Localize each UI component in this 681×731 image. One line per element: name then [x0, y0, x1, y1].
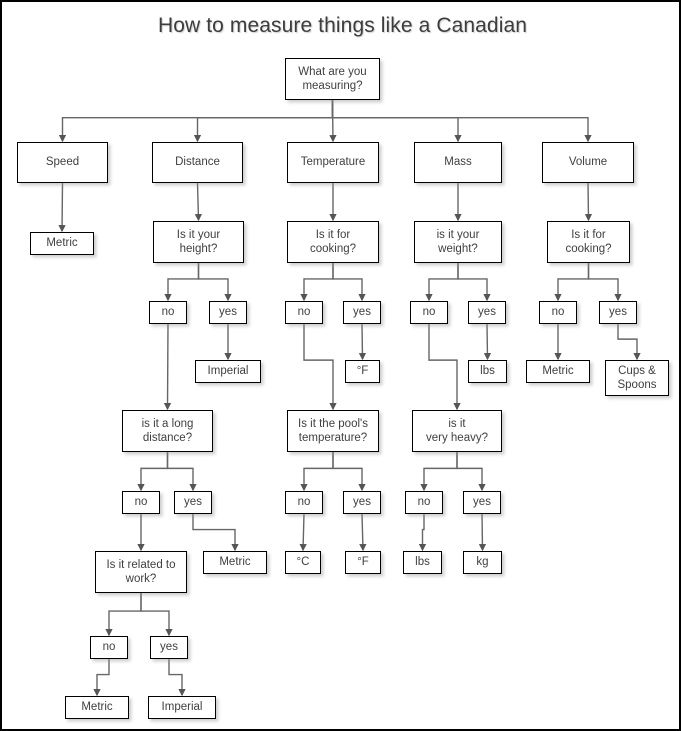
node-ct_no[interactable]: no	[285, 301, 323, 324]
node-wk_no[interactable]: no	[90, 636, 128, 659]
node-speed[interactable]: Speed	[17, 142, 108, 183]
edge-cv_yes-to-cups_spoons	[617, 324, 641, 361]
edge-q_long-to-l_yes	[166, 452, 197, 492]
node-kg_heavy[interactable]: kg	[463, 551, 502, 574]
edge-q_work-to-wk_no	[105, 593, 142, 637]
node-speed_metric[interactable]: Metric	[30, 232, 94, 255]
edge-q_pool-to-p_yes	[332, 452, 366, 492]
node-lbs_weight[interactable]: lbs	[468, 360, 507, 383]
node-lbs_heavy[interactable]: lbs	[403, 551, 442, 574]
edge-q_cook_temp-to-ct_no	[300, 263, 334, 302]
edge-w_yes-to-lbs_weight	[483, 323, 492, 361]
node-metric_vol[interactable]: Metric	[526, 360, 590, 383]
edge-wk_yes-to-imperial_work	[168, 659, 186, 697]
node-wk_yes[interactable]: yes	[150, 636, 188, 659]
edge-q_cook_vol-to-cv_no	[554, 263, 590, 302]
edge-h_no-to-q_long	[163, 323, 172, 411]
edge-wk_no-to-metric_work	[93, 659, 110, 697]
edge-distance-to-q_height	[194, 182, 202, 222]
node-fahrenheit[interactable]: °F	[345, 551, 381, 574]
edge-volume-to-q_cook_vol	[584, 182, 593, 222]
node-cv_no[interactable]: no	[539, 301, 577, 324]
edge-root-to-distance	[193, 100, 334, 143]
node-l_no[interactable]: no	[122, 491, 160, 514]
node-metric_long[interactable]: Metric	[203, 551, 267, 574]
edge-q_pool-to-p_no	[300, 452, 334, 492]
node-hv_no[interactable]: no	[405, 491, 443, 514]
node-q_cook_vol[interactable]: Is it for cooking?	[547, 221, 630, 263]
node-distance[interactable]: Distance	[152, 142, 243, 183]
node-p_yes[interactable]: yes	[343, 491, 381, 514]
node-q_weight[interactable]: is it your weight?	[414, 221, 502, 263]
edge-root-to-volume	[331, 100, 592, 143]
node-ct_yes[interactable]: yes	[343, 301, 381, 324]
edge-p_yes-to-fahrenheit	[359, 513, 367, 552]
node-hv_yes[interactable]: yes	[463, 491, 501, 514]
node-h_yes[interactable]: yes	[209, 301, 247, 324]
node-temperature[interactable]: Temperature	[287, 142, 379, 183]
edge-speed-to-speed_metric	[58, 182, 66, 233]
edge-q_heavy-to-hv_no	[420, 452, 458, 492]
edge-p_no-to-celsius	[299, 513, 307, 552]
edge-l_yes-to-metric_long	[192, 514, 239, 552]
node-cups_spoons[interactable]: Cups & Spoons	[605, 360, 669, 396]
edge-q_cook_temp-to-ct_yes	[332, 263, 366, 302]
node-p_no[interactable]: no	[285, 491, 323, 514]
node-f_cook[interactable]: °F	[345, 360, 380, 383]
node-h_no[interactable]: no	[149, 301, 187, 324]
page-title: How to measure things like a Canadian	[157, 14, 528, 37]
edge-q_cook_vol-to-cv_yes	[587, 263, 622, 302]
edge-q_long-to-l_no	[137, 452, 169, 492]
node-volume[interactable]: Volume	[542, 142, 634, 183]
edge-q_height-to-h_no	[164, 263, 200, 302]
node-imperial_work[interactable]: Imperial	[148, 696, 216, 719]
node-celsius[interactable]: °C	[285, 551, 321, 574]
node-q_pool[interactable]: Is it the pool's temperature?	[287, 410, 379, 452]
edge-q_work-to-wk_yes	[140, 593, 173, 637]
node-mass[interactable]: Mass	[414, 142, 502, 183]
node-imperial_height[interactable]: Imperial	[195, 360, 261, 383]
node-l_yes[interactable]: yes	[174, 491, 212, 514]
edge-q_height-to-h_yes	[197, 263, 232, 302]
node-q_heavy[interactable]: is it very heavy?	[412, 410, 502, 452]
node-q_work[interactable]: Is it related to work?	[95, 551, 187, 593]
node-w_yes[interactable]: yes	[468, 301, 506, 324]
edge-ct_no-to-q_pool	[303, 324, 337, 411]
edge-q_weight-to-w_yes	[457, 263, 491, 302]
node-root[interactable]: What are you measuring?	[285, 58, 380, 100]
node-q_cook_temp[interactable]: Is it for cooking?	[287, 221, 379, 263]
edge-ct_yes-to-f_cook	[358, 323, 367, 361]
edge-q_weight-to-w_no	[425, 263, 459, 302]
node-metric_work[interactable]: Metric	[65, 696, 129, 719]
node-q_height[interactable]: Is it your height?	[153, 221, 244, 263]
node-q_long[interactable]: is it a long distance?	[122, 410, 213, 452]
edge-hv_yes-to-kg_heavy	[478, 513, 487, 552]
node-w_no[interactable]: no	[410, 301, 448, 324]
edge-hv_no-to-lbs_heavy	[418, 514, 427, 552]
edge-q_heavy-to-hv_yes	[456, 452, 486, 492]
edge-root-to-mass	[331, 100, 462, 143]
node-cv_yes[interactable]: yes	[599, 301, 637, 324]
edge-w_no-to-q_heavy	[428, 324, 461, 411]
